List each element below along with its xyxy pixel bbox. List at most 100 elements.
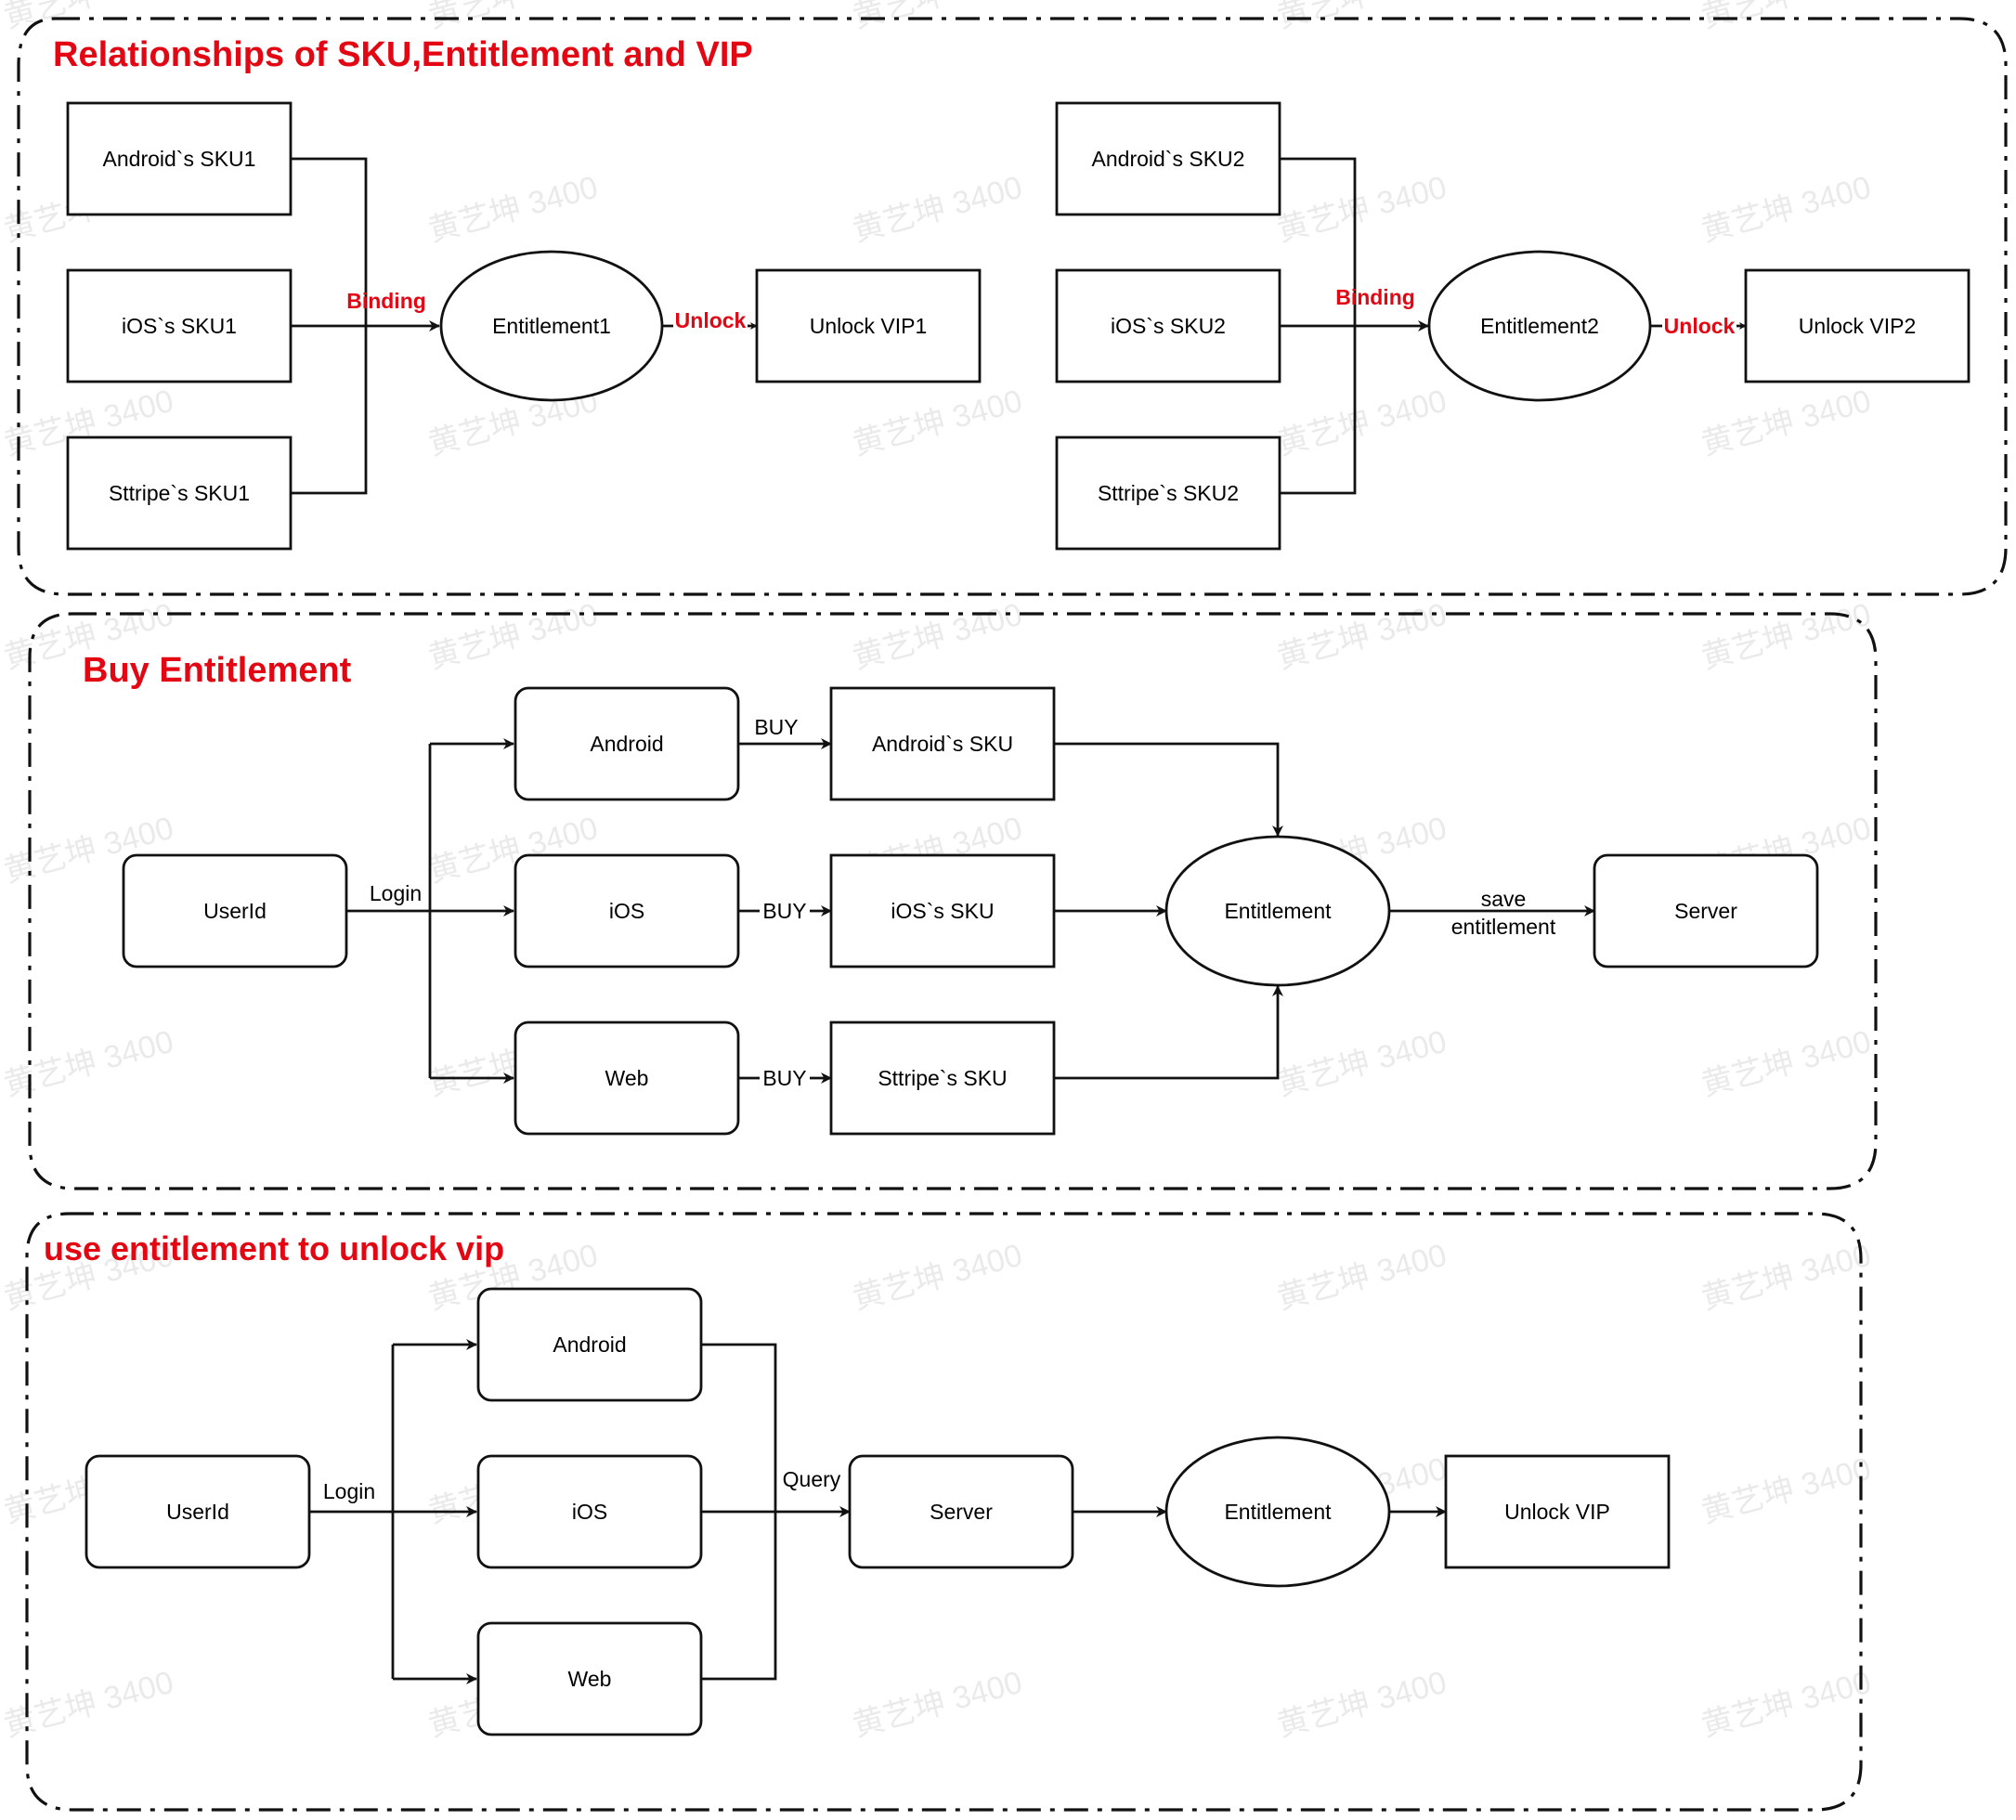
use-query-label: Query xyxy=(783,1467,841,1491)
watermark-text: 黄艺坤 3400 xyxy=(1273,170,1450,249)
group1-binding-label: Binding xyxy=(346,289,426,313)
watermark-text: 黄艺坤 3400 xyxy=(1697,1451,1875,1530)
watermark-text: 黄艺坤 3400 xyxy=(1273,1238,1450,1317)
watermark-text: 黄艺坤 3400 xyxy=(849,597,1026,676)
buy-connectors xyxy=(346,738,1595,1084)
buy-label-web: BUY xyxy=(762,1066,806,1090)
group2-unlock-label-bg xyxy=(1662,312,1736,340)
group2-sku-ios: iOS`s SKU2 xyxy=(1055,268,1281,384)
buy-login-label: Login xyxy=(370,881,422,905)
group1-sku-ios: iOS`s SKU1 xyxy=(66,268,293,384)
buy-entitlement: Entitlement xyxy=(1164,835,1391,987)
buy-platform-ios: iOS xyxy=(514,853,740,968)
group1-sku-android-label: Android`s SKU1 xyxy=(103,147,256,171)
buy-sku-stripe-label: Sttripe`s SKU xyxy=(878,1066,1007,1090)
group2-sku-ios-label: iOS`s SKU2 xyxy=(1111,314,1226,338)
group2-sku-android: Android`s SKU2 xyxy=(1055,101,1281,216)
watermark-text: 黄艺坤 3400 xyxy=(1697,597,1875,676)
use-platform-web-label: Web xyxy=(568,1667,612,1691)
group1-entitlement: Entitlement1 xyxy=(439,250,664,402)
section-relationships: Relationships of SKU,Entitlement and VIP… xyxy=(17,17,2008,596)
use-server-label: Server xyxy=(930,1500,993,1524)
watermark-text: 黄艺坤 3400 xyxy=(1273,384,1450,462)
group2-sku-stripe-label: Sttripe`s SKU2 xyxy=(1098,481,1239,505)
buy-label-web-bg xyxy=(760,1064,810,1092)
section-buy: Buy Entitlement UserId Login Android iOS xyxy=(28,612,1878,1190)
watermark-text: 黄艺坤 3400 xyxy=(849,1665,1026,1744)
buy-save-label-line1: save xyxy=(1481,887,1527,911)
buy-label-ios-bg xyxy=(760,897,810,925)
group1-sku-ios-label: iOS`s SKU1 xyxy=(122,314,237,338)
group1-unlock-label-bg xyxy=(673,306,748,334)
group2-unlock-label: Unlock xyxy=(1664,314,1736,338)
watermark-text: 黄艺坤 3400 xyxy=(0,1024,177,1103)
use-platform-ios-label: iOS xyxy=(572,1500,607,1524)
section-relationships-title: Relationships of SKU,Entitlement and VIP xyxy=(53,35,753,74)
buy-save-label-line2: entitlement xyxy=(1451,915,1556,939)
group2-vip-label: Unlock VIP2 xyxy=(1799,314,1917,338)
group2-binding-label: Binding xyxy=(1335,285,1415,309)
use-vip: Unlock VIP xyxy=(1444,1454,1671,1569)
section-use-title: use entitlement to unlock vip xyxy=(44,1229,504,1268)
watermark-text: 黄艺坤 3400 xyxy=(1697,1665,1875,1744)
watermark-text: 黄艺坤 3400 xyxy=(1697,1024,1875,1103)
use-server: Server xyxy=(848,1454,1074,1569)
watermark-text: 黄艺坤 3400 xyxy=(1273,597,1450,676)
buy-server: Server xyxy=(1593,853,1819,968)
group1-sku-stripe: Sttripe`s SKU1 xyxy=(66,436,293,551)
group2-vip: Unlock VIP2 xyxy=(1744,268,1970,384)
buy-label-android: BUY xyxy=(754,715,798,739)
use-entitlement: Entitlement xyxy=(1164,1436,1391,1588)
use-connectors xyxy=(309,1339,1447,1684)
buy-sku-android: Android`s SKU xyxy=(829,686,1056,801)
use-login-label: Login xyxy=(323,1479,375,1503)
use-user: UserId xyxy=(85,1454,311,1569)
buy-entitlement-label: Entitlement xyxy=(1224,899,1332,923)
watermark-text: 黄艺坤 3400 xyxy=(1273,1665,1450,1744)
buy-sku-stripe: Sttripe`s SKU xyxy=(829,1020,1056,1136)
use-platform-android: Android xyxy=(476,1287,703,1402)
section-buy-frame xyxy=(28,612,1878,1190)
use-platform-web: Web xyxy=(476,1621,703,1736)
watermark-text: 黄艺坤 3400 xyxy=(849,384,1026,462)
section-relationships-frame xyxy=(17,17,2008,596)
buy-platform-web: Web xyxy=(514,1020,740,1136)
buy-user: UserId xyxy=(122,853,348,968)
group1-vip-label: Unlock VIP1 xyxy=(810,314,928,338)
group2-sku-android-label: Android`s SKU2 xyxy=(1092,147,1245,171)
group2-entitlement-label: Entitlement2 xyxy=(1480,314,1599,338)
watermark-text: 黄艺坤 3400 xyxy=(424,170,602,249)
watermark-text: 黄艺坤 3400 xyxy=(1697,384,1875,462)
buy-sku-ios: iOS`s SKU xyxy=(829,853,1056,968)
group1-entitlement-label: Entitlement1 xyxy=(492,314,611,338)
group1-sku-stripe-label: Sttripe`s SKU1 xyxy=(109,481,250,505)
group2-sku-stripe: Sttripe`s SKU2 xyxy=(1055,436,1281,551)
watermark-text: 黄艺坤 3400 xyxy=(1697,1238,1875,1317)
buy-sku-ios-label: iOS`s SKU xyxy=(891,899,994,923)
buy-sku-android-label: Android`s SKU xyxy=(872,732,1013,756)
buy-platform-web-label: Web xyxy=(605,1066,649,1090)
section-use-frame xyxy=(25,1212,1863,1812)
watermark-text: 黄艺坤 3400 xyxy=(424,597,602,676)
buy-server-label: Server xyxy=(1674,899,1737,923)
group2-entitlement: Entitlement2 xyxy=(1427,250,1652,402)
buy-platform-android-label: Android xyxy=(590,732,663,756)
group1-vip: Unlock VIP1 xyxy=(755,268,982,384)
watermark-text: 黄艺坤 3400 xyxy=(1697,170,1875,249)
section-buy-title: Buy Entitlement xyxy=(83,651,352,690)
section-use: use entitlement to unlock vip UserId Log… xyxy=(25,1212,1863,1812)
buy-user-label: UserId xyxy=(203,899,267,923)
buy-platform-android: Android xyxy=(514,686,740,801)
buy-label-ios: BUY xyxy=(762,899,806,923)
buy-platform-ios-label: iOS xyxy=(609,899,644,923)
watermark-text: 黄艺坤 3400 xyxy=(849,170,1026,249)
use-vip-label: Unlock VIP xyxy=(1504,1500,1610,1524)
watermark-text: 黄艺坤 3400 xyxy=(1273,1024,1450,1103)
watermark-text: 黄艺坤 3400 xyxy=(849,1238,1026,1317)
group1-sku-android: Android`s SKU1 xyxy=(66,101,293,216)
group1-unlock-label: Unlock xyxy=(675,308,747,332)
use-entitlement-label: Entitlement xyxy=(1224,1500,1332,1524)
use-user-label: UserId xyxy=(166,1500,229,1524)
use-platform-ios: iOS xyxy=(476,1454,703,1569)
